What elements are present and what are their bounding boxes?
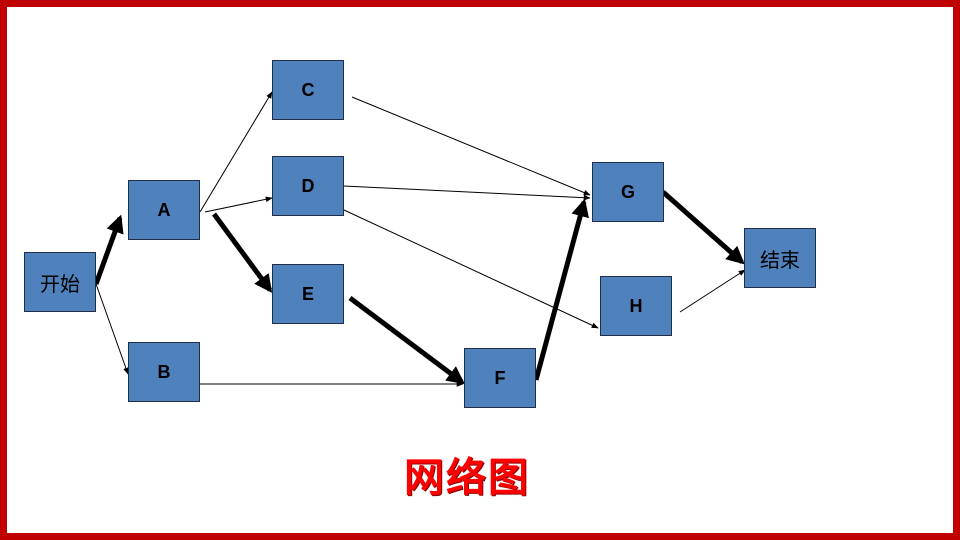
edge-h-end — [679, 269, 746, 313]
edge-d-h — [343, 209, 599, 329]
edge-start-a — [93, 214, 124, 285]
edge-d-g — [343, 185, 591, 201]
node-f: F — [464, 348, 536, 408]
edge-g-end — [661, 190, 745, 265]
node-b: B — [128, 342, 200, 402]
node-c: C — [272, 60, 344, 120]
edge-a-c — [199, 91, 273, 213]
diagram-caption: 网络图 — [404, 455, 530, 501]
edge-e-f — [348, 296, 465, 385]
node-a: A — [128, 180, 200, 240]
edge-start-b — [95, 283, 129, 375]
edge-a-e — [211, 212, 273, 293]
node-end: 结束 — [744, 228, 816, 288]
node-e: E — [272, 264, 344, 324]
node-d: D — [272, 156, 344, 216]
node-g: G — [592, 162, 664, 222]
edge-c-g — [351, 96, 591, 196]
edge-f-g — [533, 198, 589, 381]
edge-a-d — [204, 196, 273, 213]
node-h: H — [600, 276, 672, 336]
node-start: 开始 — [24, 252, 96, 312]
